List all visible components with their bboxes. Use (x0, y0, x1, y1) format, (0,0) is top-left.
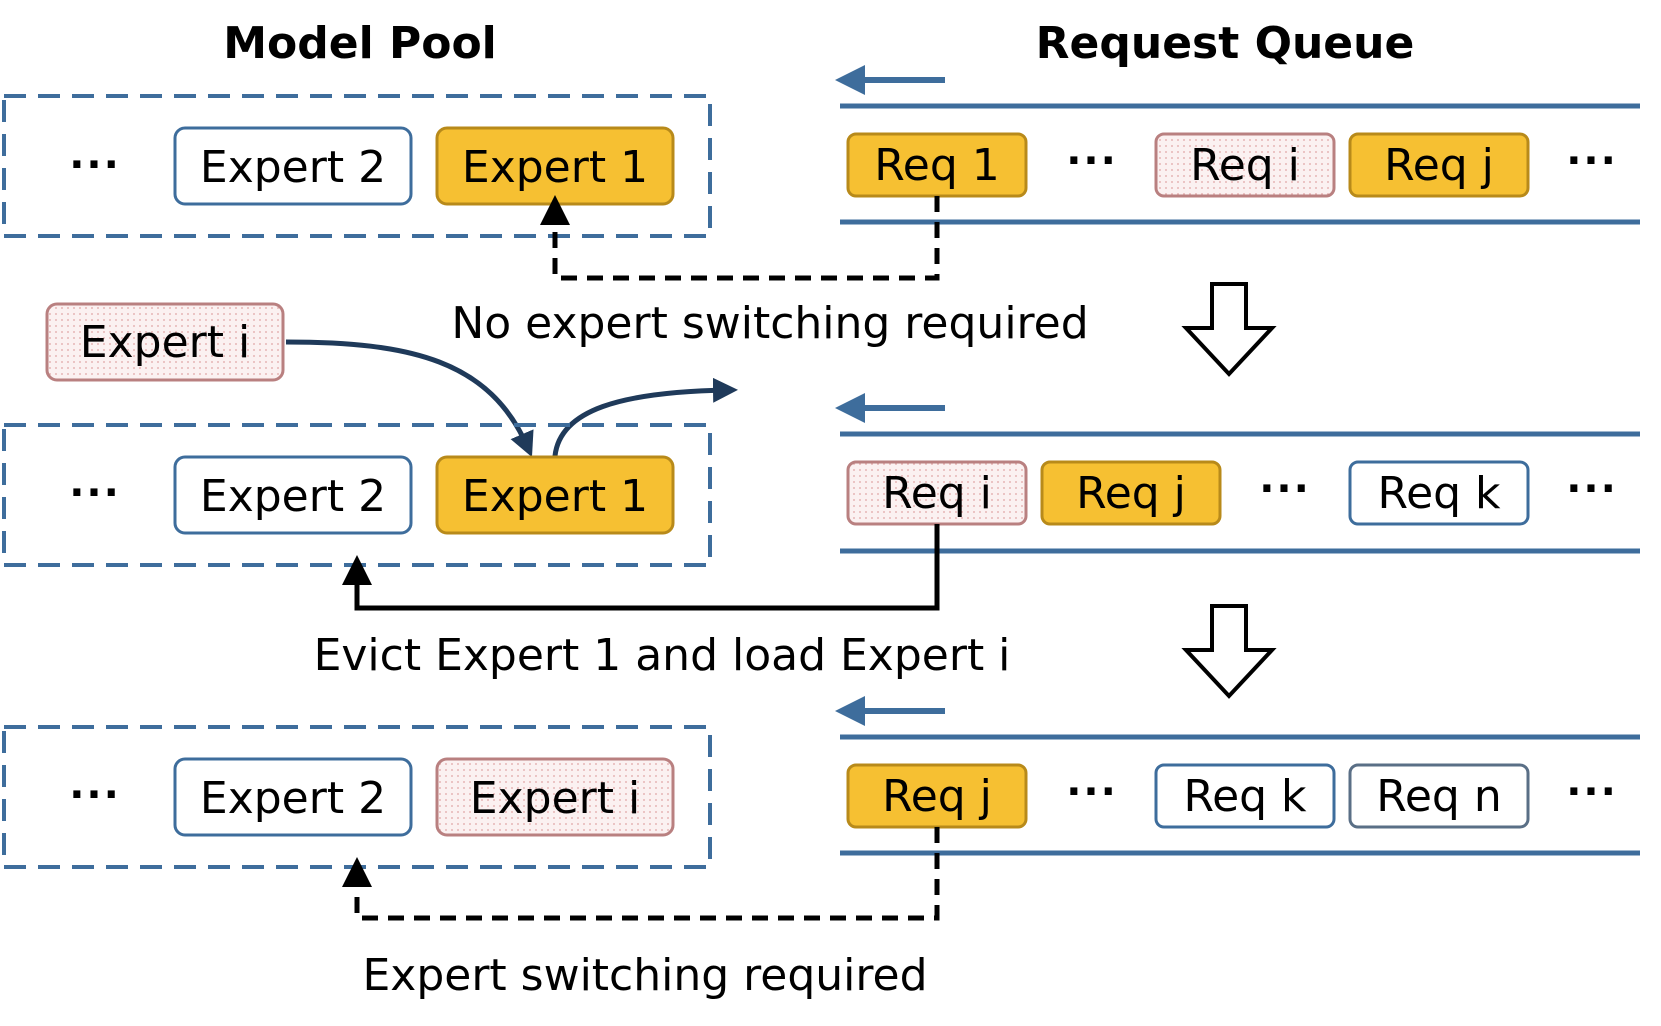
queue-ellipsis: ··· (1566, 138, 1618, 184)
expert-label: Expert 1 (462, 142, 648, 193)
expert-box (173, 126, 413, 206)
evict-curve-arrow (552, 377, 738, 457)
request-box (1348, 460, 1530, 526)
expert-label: Expert 1 (462, 471, 648, 522)
dispatch-path (342, 524, 940, 611)
dispatch-path (342, 827, 940, 921)
request-label: Req n (1376, 771, 1501, 822)
next-stage-arrow (1181, 282, 1277, 377)
pool-ellipsis: ··· (69, 772, 121, 818)
model-pool-box (2, 94, 712, 238)
pool-ellipsis: ··· (69, 470, 121, 516)
pool-ellipsis: ··· (69, 142, 121, 188)
request-label: Req j (1384, 140, 1494, 191)
expert-box (173, 455, 413, 535)
queue-ellipsis: ··· (1566, 466, 1618, 512)
expert-box (173, 757, 413, 837)
request-label: Req k (1183, 771, 1307, 822)
queue-ellipsis: ··· (1566, 769, 1618, 815)
request-label: Req k (1377, 468, 1501, 519)
request-label: Req j (1076, 468, 1186, 519)
expert-label: Expert 2 (200, 142, 386, 193)
stage-1: ··· Expert 2 Expert 1 Req 1 ··· Req i Re… (2, 65, 1640, 377)
next-stage-arrow (1181, 604, 1277, 699)
incoming-expert-box (45, 302, 285, 382)
stage-2: Expert i ··· Expert 2 Expert 1 Req i Req… (2, 302, 1640, 699)
expert-label: Expert i (470, 773, 640, 824)
queue-ellipsis: ··· (1066, 138, 1118, 184)
request-label: Req 1 (874, 140, 1000, 191)
request-label: Req j (882, 771, 992, 822)
queue-ellipsis: ··· (1259, 466, 1311, 512)
expert-box-active (435, 455, 675, 535)
request-label: Req i (882, 468, 992, 519)
dispatch-path (540, 195, 940, 281)
model-pool-title: Model Pool (223, 18, 497, 69)
expert-label: Expert 2 (200, 471, 386, 522)
stage-caption: No expert switching required (451, 298, 1088, 349)
request-box-pending (1154, 132, 1336, 198)
stage-caption: Expert switching required (362, 950, 927, 1001)
load-curve-arrow (285, 339, 534, 458)
request-box (1348, 763, 1530, 829)
request-box (1154, 763, 1336, 829)
stage-3: ··· Expert 2 Expert i Req j ··· Req k Re… (2, 696, 1640, 1001)
stage-caption: Evict Expert 1 and load Expert i (314, 630, 1011, 681)
request-label: Req i (1190, 140, 1300, 191)
expert-box-pending (435, 757, 675, 837)
request-box-active (1348, 132, 1530, 198)
request-queue-title: Request Queue (1036, 18, 1415, 69)
expert-label: Expert 2 (200, 773, 386, 824)
incoming-expert-label: Expert i (80, 317, 250, 368)
request-box-active (1040, 460, 1222, 526)
queue-ellipsis: ··· (1066, 769, 1118, 815)
